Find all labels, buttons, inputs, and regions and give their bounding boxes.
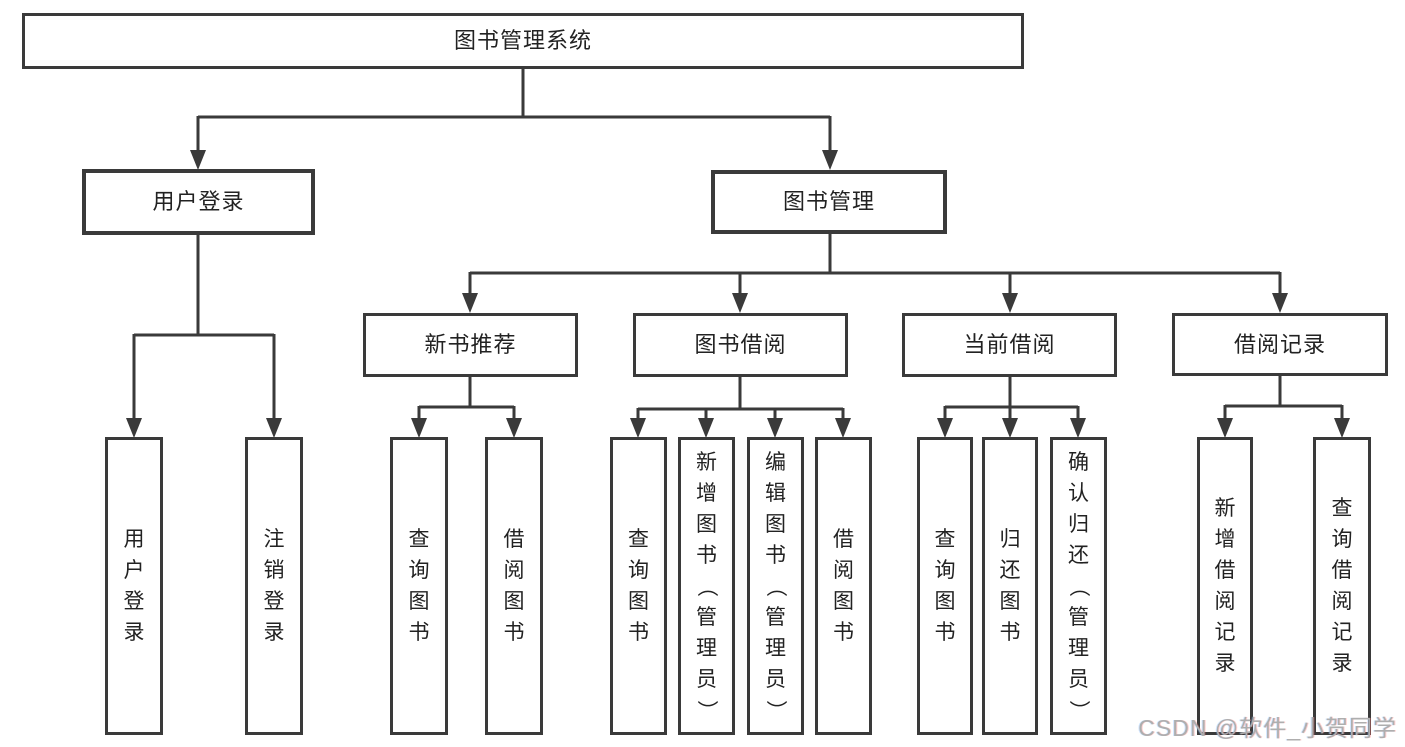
leaf-records-add-borrow-record: 新增借阅记录: [1197, 437, 1253, 735]
leaf-borrowing-edit-books-admin: 编辑图书（管理员）: [747, 437, 804, 735]
leaf-borrowing-add-books-admin: 新增图书（管理员）: [678, 437, 735, 735]
leaf-current-query-books: 查询图书: [917, 437, 973, 735]
leaf-recommend-query-books: 查询图书: [390, 437, 448, 735]
node-library-management-system: 图书管理系统: [22, 13, 1024, 69]
node-borrowing-records: 借阅记录: [1172, 313, 1388, 376]
leaf-recommend-borrow-books: 借阅图书: [485, 437, 543, 735]
leaf-user-login: 用户登录: [105, 437, 163, 735]
node-new-book-recommendation: 新书推荐: [363, 313, 578, 377]
leaf-borrowing-borrow-books: 借阅图书: [815, 437, 872, 735]
leaf-current-confirm-return-admin: 确认归还（管理员）: [1050, 437, 1107, 735]
node-current-borrowing: 当前借阅: [902, 313, 1117, 377]
node-book-management: 图书管理: [711, 170, 947, 234]
leaf-records-query-borrow-record: 查询借阅记录: [1313, 437, 1371, 735]
leaf-logout-login: 注销登录: [245, 437, 303, 735]
leaf-borrowing-query-books: 查询图书: [610, 437, 667, 735]
csdn-watermark: CSDN @软件_小贺同学: [1138, 715, 1397, 741]
leaf-current-return-books: 归还图书: [982, 437, 1038, 735]
node-user-login: 用户登录: [82, 169, 315, 235]
node-book-borrowing: 图书借阅: [633, 313, 848, 377]
